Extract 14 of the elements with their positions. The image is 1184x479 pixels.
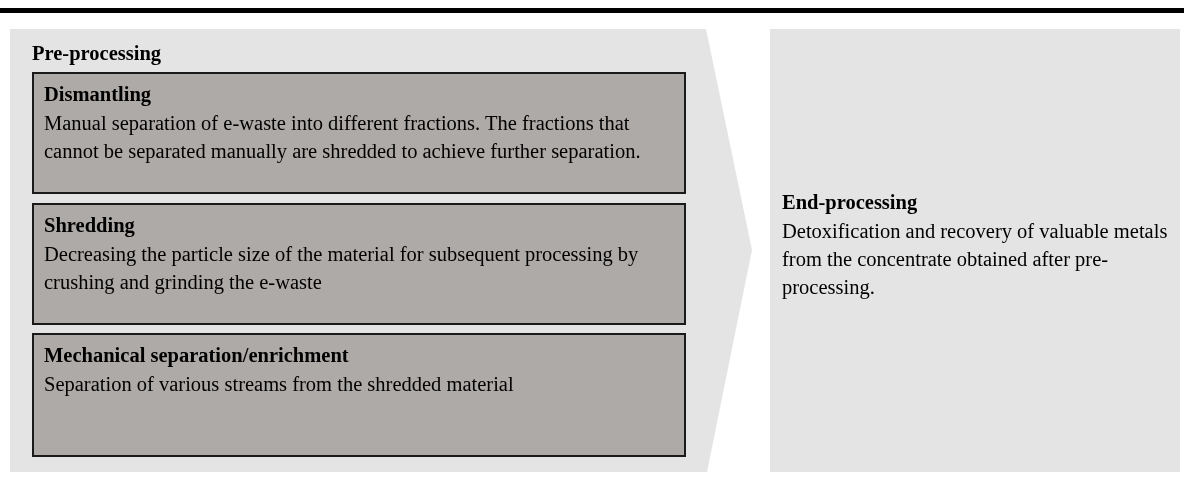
description: Decreasing the particle size of the material for subsequent processing by crushing and grinding the e-waste <box>44 242 640 296</box>
heading: Mechanical separation/enrichment <box>44 343 349 369</box>
heading: Pre-processing <box>32 41 162 67</box>
heading: Shredding <box>44 213 135 239</box>
description: Separation of various streams from the shredded material <box>44 372 515 398</box>
process-box <box>32 203 686 325</box>
description: Manual separation of e-waste into different fractions. The fractions that cannot be separated manually are shredded to achieve further separation. <box>44 111 642 165</box>
heading: End-processing <box>782 190 919 216</box>
heading: Dismantling <box>44 82 152 108</box>
process-box <box>32 72 686 194</box>
process-box <box>770 29 1180 472</box>
process-panel <box>10 29 752 472</box>
description: Detoxification and recovery of valuable metals from the concentrate obtained after pre-processing. <box>782 219 1169 301</box>
process-box <box>32 333 686 457</box>
